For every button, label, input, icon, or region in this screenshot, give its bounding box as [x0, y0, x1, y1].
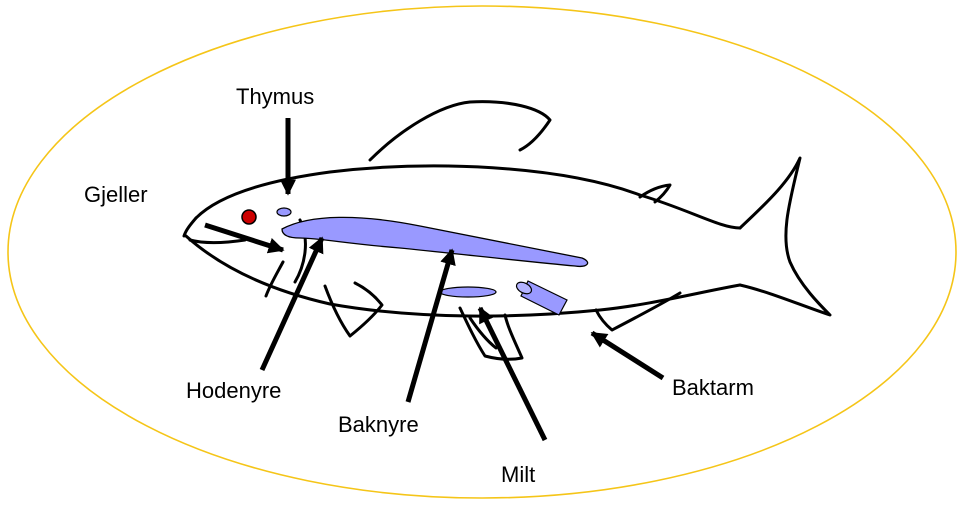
label-gjeller: Gjeller — [84, 184, 148, 206]
label-hodenyre: Hodenyre — [186, 380, 281, 402]
arrow-milt — [480, 308, 545, 440]
label-baktarm: Baktarm — [672, 377, 754, 399]
arrow-baktarm — [592, 333, 663, 378]
thymus-organ — [277, 208, 291, 216]
intestine-organ — [515, 280, 567, 315]
kidney-organ — [282, 217, 588, 266]
fish-outline — [184, 102, 830, 360]
label-thymus: Thymus — [236, 86, 314, 108]
label-milt: Milt — [501, 464, 535, 486]
label-baknyre: Baknyre — [338, 414, 419, 436]
eye — [242, 210, 256, 224]
arrow-gjeller — [205, 225, 283, 250]
spleen-organ — [440, 287, 496, 297]
arrow-hodenyre — [262, 238, 322, 370]
arrow-baknyre — [408, 250, 452, 402]
